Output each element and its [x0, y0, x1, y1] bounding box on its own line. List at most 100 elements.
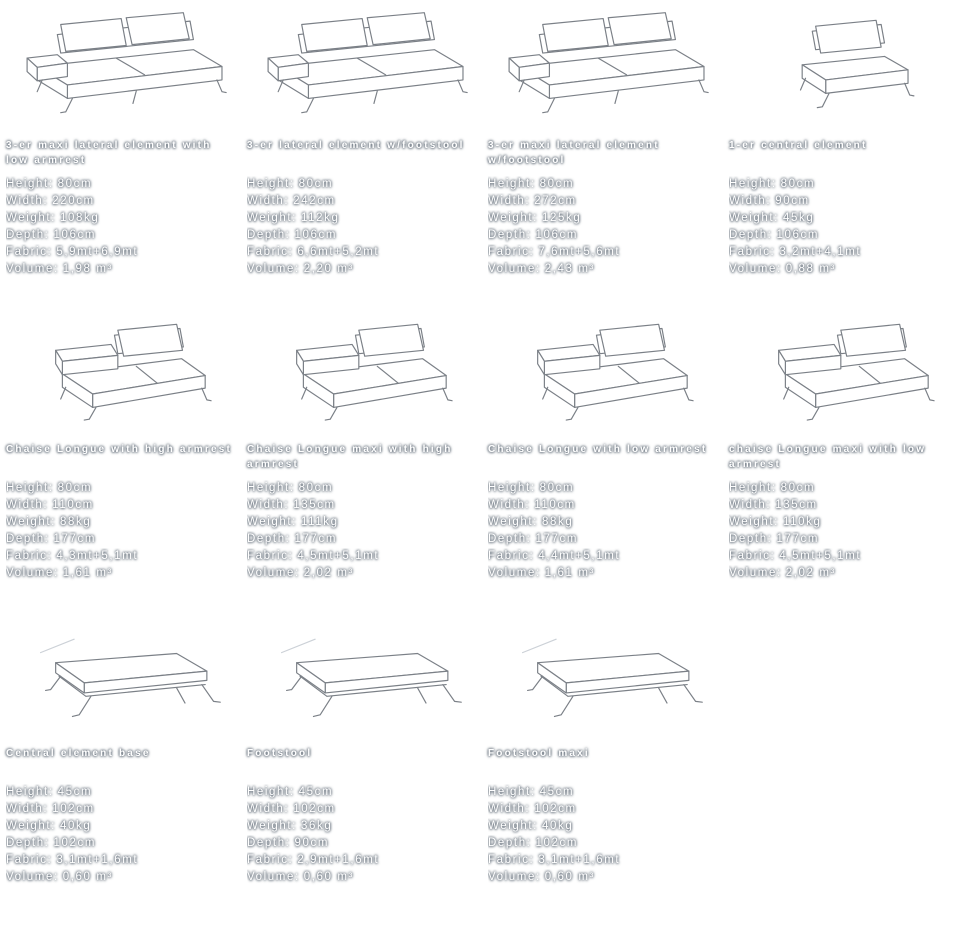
product-title: 1-er central element: [729, 140, 868, 151]
product-title: Footstool: [247, 748, 313, 759]
product-title: Central element base: [6, 748, 151, 759]
spec-width: Width:90cm: [729, 195, 810, 207]
spec-fabric: Fabric:2,9mt+1,6mt: [247, 854, 380, 866]
spec-depth: Depth:102cm: [6, 837, 97, 849]
product-title: Footstool maxi: [488, 748, 590, 759]
chaise-line-drawing-icon: [6, 310, 233, 436]
product-title: Chaise Longue maxi with high armrest: [247, 444, 453, 470]
spec-volume: Volume:2,43 m³: [488, 263, 595, 275]
sofa-line-drawing-icon: [488, 6, 715, 132]
spec-width: Width:102cm: [6, 803, 95, 815]
product-drawing: [6, 4, 233, 132]
chaise-line-drawing-icon: [247, 310, 474, 436]
product-grid: 3-er maxi lateral element with low armre…: [6, 4, 956, 886]
product-card: 1-er central element Height:80cm Width:9…: [729, 4, 956, 278]
spec-fabric: Fabric:4,4mt+5,1mt: [488, 550, 621, 562]
spec-height: Height:45cm: [247, 786, 334, 798]
spec-weight: Weight:110kg: [729, 516, 822, 528]
spec-list: Height:80cm Width:135cm Weight:110kg Dep…: [729, 480, 956, 582]
spec-weight: Weight:88kg: [488, 516, 574, 528]
product-card: Chaise Longue with high armrest Height:8…: [6, 308, 233, 582]
product-drawing: [6, 308, 233, 436]
spec-volume: Volume:1,98 m³: [6, 263, 113, 275]
spec-fabric: Fabric:4,3mt+5,1mt: [6, 550, 139, 562]
spec-depth: Depth:177cm: [729, 533, 820, 545]
spec-fabric: Fabric:4,5mt+5,1mt: [247, 550, 380, 562]
sofa-line-drawing-icon: [247, 6, 474, 132]
product-title: Chaise Longue with low armrest: [488, 444, 708, 455]
spec-height: Height:80cm: [729, 482, 816, 494]
ottoman-line-drawing-icon: [247, 614, 474, 740]
spec-depth: Depth:177cm: [6, 533, 97, 545]
product-card: 3-er maxi lateral element w/footstool He…: [488, 4, 715, 278]
armchair-line-drawing-icon: [729, 6, 956, 132]
product-title: 3-er maxi lateral element with low armre…: [6, 140, 212, 166]
chaise-line-drawing-icon: [488, 310, 715, 436]
spec-weight: Weight:45kg: [729, 212, 815, 224]
spec-volume: Volume:0,60 m³: [488, 871, 595, 883]
spec-list: Height:80cm Width:220cm Weight:108kg Dep…: [6, 176, 233, 278]
spec-list: Height:80cm Width:242cm Weight:112kg Dep…: [247, 176, 474, 278]
product-title: 3-er maxi lateral element w/footstool: [488, 140, 660, 166]
ottoman-line-drawing-icon: [488, 614, 715, 740]
spec-height: Height:80cm: [488, 482, 575, 494]
spec-width: Width:110cm: [6, 499, 94, 511]
spec-depth: Depth:102cm: [488, 837, 579, 849]
spec-weight: Weight:40kg: [6, 820, 92, 832]
spec-fabric: Fabric:4,5mt+5,1mt: [729, 550, 862, 562]
product-drawing: [729, 4, 956, 132]
product-card: Central element base Height:45cm Width:1…: [6, 612, 233, 886]
spec-weight: Weight:40kg: [488, 820, 574, 832]
spec-list: Height:80cm Width:90cm Weight:45kg Depth…: [729, 176, 956, 278]
spec-weight: Weight:36kg: [247, 820, 333, 832]
product-card: chaise Longue maxi with low armrest Heig…: [729, 308, 956, 582]
ottoman-line-drawing-icon: [6, 614, 233, 740]
spec-weight: Weight:125kg: [488, 212, 582, 224]
product-drawing: [247, 4, 474, 132]
product-drawing: [488, 612, 715, 740]
spec-list: Height:45cm Width:102cm Weight:36kg Dept…: [247, 784, 474, 886]
spec-height: Height:80cm: [247, 178, 334, 190]
product-card: Chaise Longue with low armrest Height:80…: [488, 308, 715, 582]
spec-volume: Volume:0,60 m³: [247, 871, 354, 883]
spec-fabric: Fabric:3,1mt+1,6mt: [488, 854, 621, 866]
spec-weight: Weight:88kg: [6, 516, 92, 528]
product-title: chaise Longue maxi with low armrest: [729, 444, 927, 470]
spec-width: Width:220cm: [6, 195, 95, 207]
product-drawing: [729, 308, 956, 436]
product-drawing: [488, 4, 715, 132]
spec-list: Height:80cm Width:110cm Weight:88kg Dept…: [6, 480, 233, 582]
spec-list: Height:45cm Width:102cm Weight:40kg Dept…: [488, 784, 715, 886]
spec-height: Height:45cm: [6, 786, 93, 798]
spec-height: Height:80cm: [247, 482, 334, 494]
spec-fabric: Fabric:3,2mt+4,1mt: [729, 246, 862, 258]
spec-sheet-page: 3-er maxi lateral element with low armre…: [6, 0, 962, 886]
sofa-line-drawing-icon: [6, 6, 233, 132]
spec-list: Height:80cm Width:272cm Weight:125kg Dep…: [488, 176, 715, 278]
spec-height: Height:80cm: [488, 178, 575, 190]
spec-depth: Depth:106cm: [247, 229, 338, 241]
spec-list: Height:45cm Width:102cm Weight:40kg Dept…: [6, 784, 233, 886]
product-drawing: [488, 308, 715, 436]
product-card: Footstool Height:45cm Width:102cm Weight…: [247, 612, 474, 886]
spec-weight: Weight:111kg: [247, 516, 339, 528]
spec-fabric: Fabric:6,6mt+5,2mt: [247, 246, 380, 258]
product-card: 3-er lateral element w/footstool Height:…: [247, 4, 474, 278]
spec-width: Width:242cm: [247, 195, 336, 207]
spec-depth: Depth:90cm: [247, 837, 330, 849]
spec-volume: Volume:2,02 m³: [729, 567, 836, 579]
spec-depth: Depth:106cm: [729, 229, 820, 241]
spec-weight: Weight:108kg: [6, 212, 100, 224]
spec-height: Height:80cm: [6, 482, 93, 494]
chaise-line-drawing-icon: [729, 310, 956, 436]
spec-volume: Volume:2,02 m³: [247, 567, 354, 579]
spec-depth: Depth:177cm: [488, 533, 579, 545]
spec-volume: Volume:1,61 m³: [488, 567, 595, 579]
spec-volume: Volume:2,20 m³: [247, 263, 354, 275]
spec-height: Height:45cm: [488, 786, 575, 798]
spec-width: Width:110cm: [488, 499, 576, 511]
spec-depth: Depth:177cm: [247, 533, 338, 545]
product-drawing: [247, 308, 474, 436]
product-drawing: [247, 612, 474, 740]
spec-fabric: Fabric:5,9mt+6,9mt: [6, 246, 139, 258]
